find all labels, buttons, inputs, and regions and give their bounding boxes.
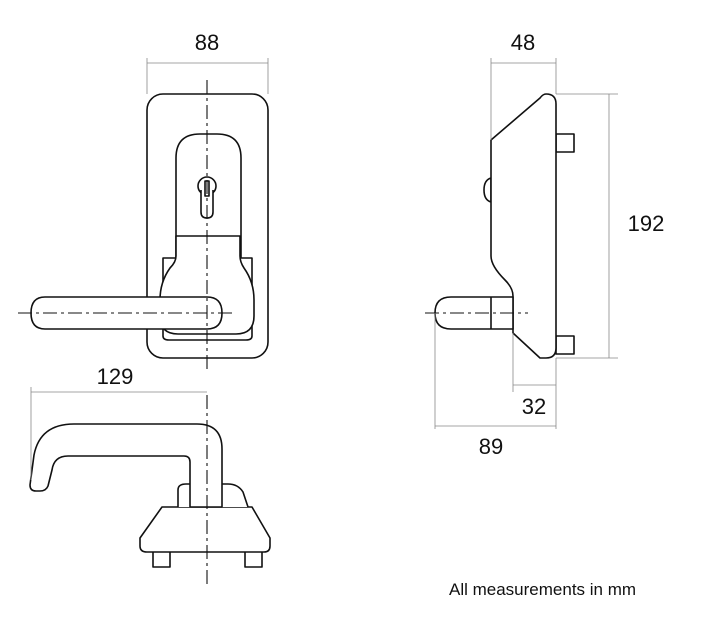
front-width-label: 88 [195, 30, 219, 55]
handle-length-label: 129 [97, 364, 134, 389]
front-view: 88 [18, 30, 269, 372]
side-body-profile [490, 93, 557, 359]
height-label: 192 [628, 211, 665, 236]
side-cylinder-bump [483, 177, 492, 203]
total-depth-label: 89 [479, 434, 503, 459]
top-lever-handle [29, 423, 223, 508]
base-offset-label: 32 [522, 394, 546, 419]
side-pin-bottom [555, 335, 575, 355]
top-view: 129 [29, 364, 271, 584]
side-pin-top [555, 133, 575, 153]
side-depth-label: 48 [511, 30, 535, 55]
measurement-note: All measurements in mm [449, 580, 637, 599]
top-base-profile [139, 506, 271, 553]
side-view: 48 192 32 89 [425, 30, 664, 459]
